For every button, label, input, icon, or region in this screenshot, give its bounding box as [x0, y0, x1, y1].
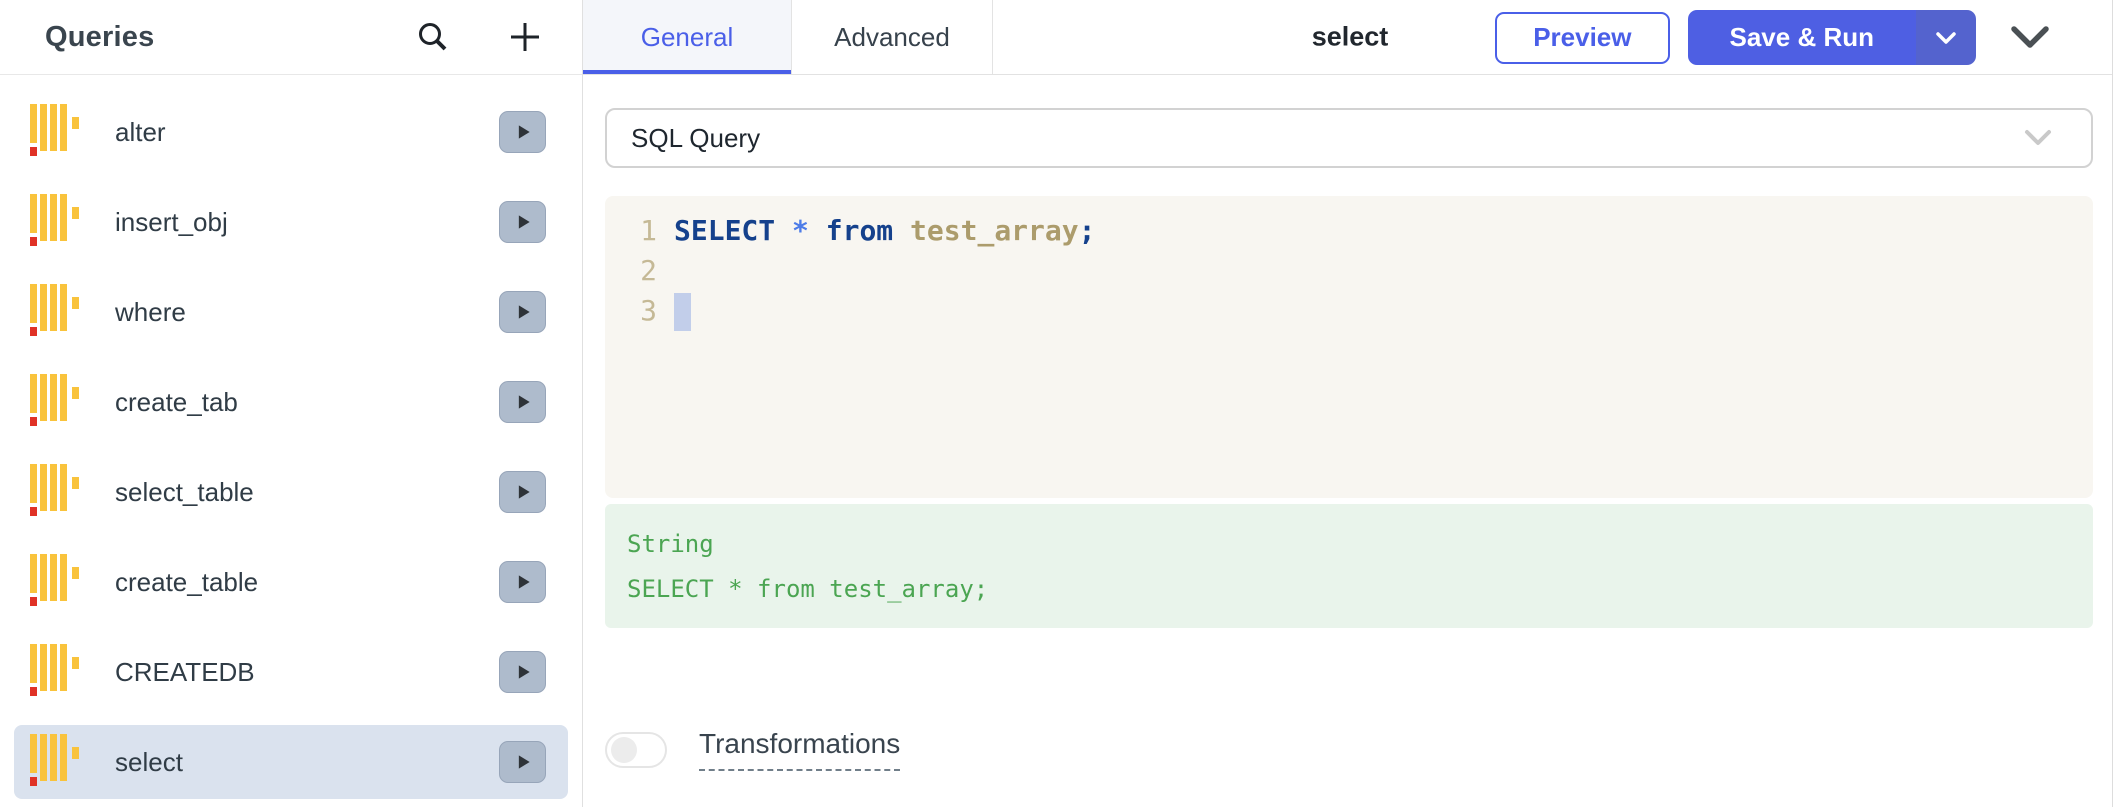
- scroll-gutter[interactable]: [2112, 0, 2124, 807]
- line-number: 3: [640, 294, 657, 327]
- search-icon[interactable]: [416, 20, 450, 54]
- chevron-down-icon: [1936, 31, 1956, 44]
- play-icon: [518, 665, 530, 679]
- run-query-button[interactable]: [499, 381, 546, 423]
- run-query-button[interactable]: [499, 741, 546, 783]
- command-type-select[interactable]: SQL Query: [605, 108, 2093, 168]
- run-query-button[interactable]: [499, 201, 546, 243]
- clickhouse-datasource-icon: [30, 554, 79, 610]
- tab-advanced[interactable]: Advanced: [792, 0, 993, 74]
- sidebar-item-select[interactable]: select: [14, 725, 568, 799]
- clickhouse-datasource-icon: [30, 734, 79, 790]
- chevron-down-icon: [2011, 25, 2049, 48]
- query-title: select: [1311, 21, 1389, 52]
- editor-line-2: 2: [623, 251, 2093, 291]
- transformations-toggle[interactable]: [605, 731, 667, 768]
- chevron-down-icon: [2025, 130, 2051, 145]
- evaluated-value-panel: String SELECT * from test_array;: [605, 504, 2093, 628]
- play-icon: [518, 395, 530, 409]
- play-icon: [518, 215, 530, 229]
- query-topbar: General Advanced select Preview Save & R…: [583, 0, 2112, 75]
- clickhouse-datasource-icon: [30, 374, 79, 430]
- line-number: 2: [640, 254, 657, 287]
- clickhouse-datasource-icon: [30, 644, 79, 700]
- sidebar-item-CREATEDB[interactable]: CREATEDB: [14, 635, 568, 709]
- query-name: select_table: [115, 476, 254, 507]
- queries-title: Queries: [45, 20, 155, 53]
- command-type-value: SQL Query: [631, 122, 761, 153]
- collapse-editor-button[interactable]: [2010, 25, 2050, 51]
- toggle-knob: [611, 736, 637, 763]
- query-name: create_tab: [115, 386, 238, 417]
- evaluated-value: SELECT * from test_array;: [627, 575, 989, 603]
- run-query-button[interactable]: [499, 651, 546, 693]
- tab-general[interactable]: General: [583, 0, 792, 74]
- sidebar-item-alter[interactable]: alter: [14, 95, 568, 169]
- clickhouse-datasource-icon: [30, 284, 79, 340]
- sidebar-item-create_tab[interactable]: create_tab: [14, 365, 568, 439]
- play-icon: [518, 755, 530, 769]
- query-name: CREATEDB: [115, 656, 255, 687]
- play-icon: [518, 575, 530, 589]
- save-and-run-label: Save & Run: [1687, 10, 1916, 65]
- clickhouse-datasource-icon: [30, 464, 79, 520]
- query-name: insert_obj: [115, 206, 228, 237]
- query-main-panel: General Advanced select Preview Save & R…: [583, 0, 2112, 807]
- sidebar-item-insert_obj[interactable]: insert_obj: [14, 185, 568, 259]
- query-name: where: [115, 296, 186, 327]
- sidebar-item-create_table[interactable]: create_table: [14, 545, 568, 619]
- evaluated-type: String: [627, 530, 714, 558]
- clickhouse-datasource-icon: [30, 104, 79, 160]
- transformations-label: Transformations: [699, 728, 901, 771]
- sidebar-item-where[interactable]: where: [14, 275, 568, 349]
- editor-line-3: 3: [623, 291, 2093, 331]
- add-query-button[interactable]: [508, 20, 542, 54]
- transformations-row: Transformations: [605, 728, 2093, 771]
- sidebar-header: Queries: [0, 0, 582, 75]
- play-icon: [518, 485, 530, 499]
- save-and-run-menu-button[interactable]: [1916, 10, 1976, 65]
- query-name: select: [115, 746, 183, 777]
- save-and-run-button[interactable]: Save & Run: [1687, 10, 1976, 65]
- sidebar-item-select_table[interactable]: select_table: [14, 455, 568, 529]
- play-icon: [518, 125, 530, 139]
- query-name: create_table: [115, 566, 259, 597]
- run-query-button[interactable]: [499, 561, 546, 603]
- editor-cursor: [674, 293, 691, 331]
- line-number: 1: [640, 214, 657, 247]
- run-query-button[interactable]: [499, 471, 546, 513]
- run-query-button[interactable]: [499, 111, 546, 153]
- preview-button[interactable]: Preview: [1495, 11, 1670, 64]
- clickhouse-datasource-icon: [30, 194, 79, 250]
- run-query-button[interactable]: [499, 291, 546, 333]
- query-name: alter: [115, 116, 166, 147]
- play-icon: [518, 305, 530, 319]
